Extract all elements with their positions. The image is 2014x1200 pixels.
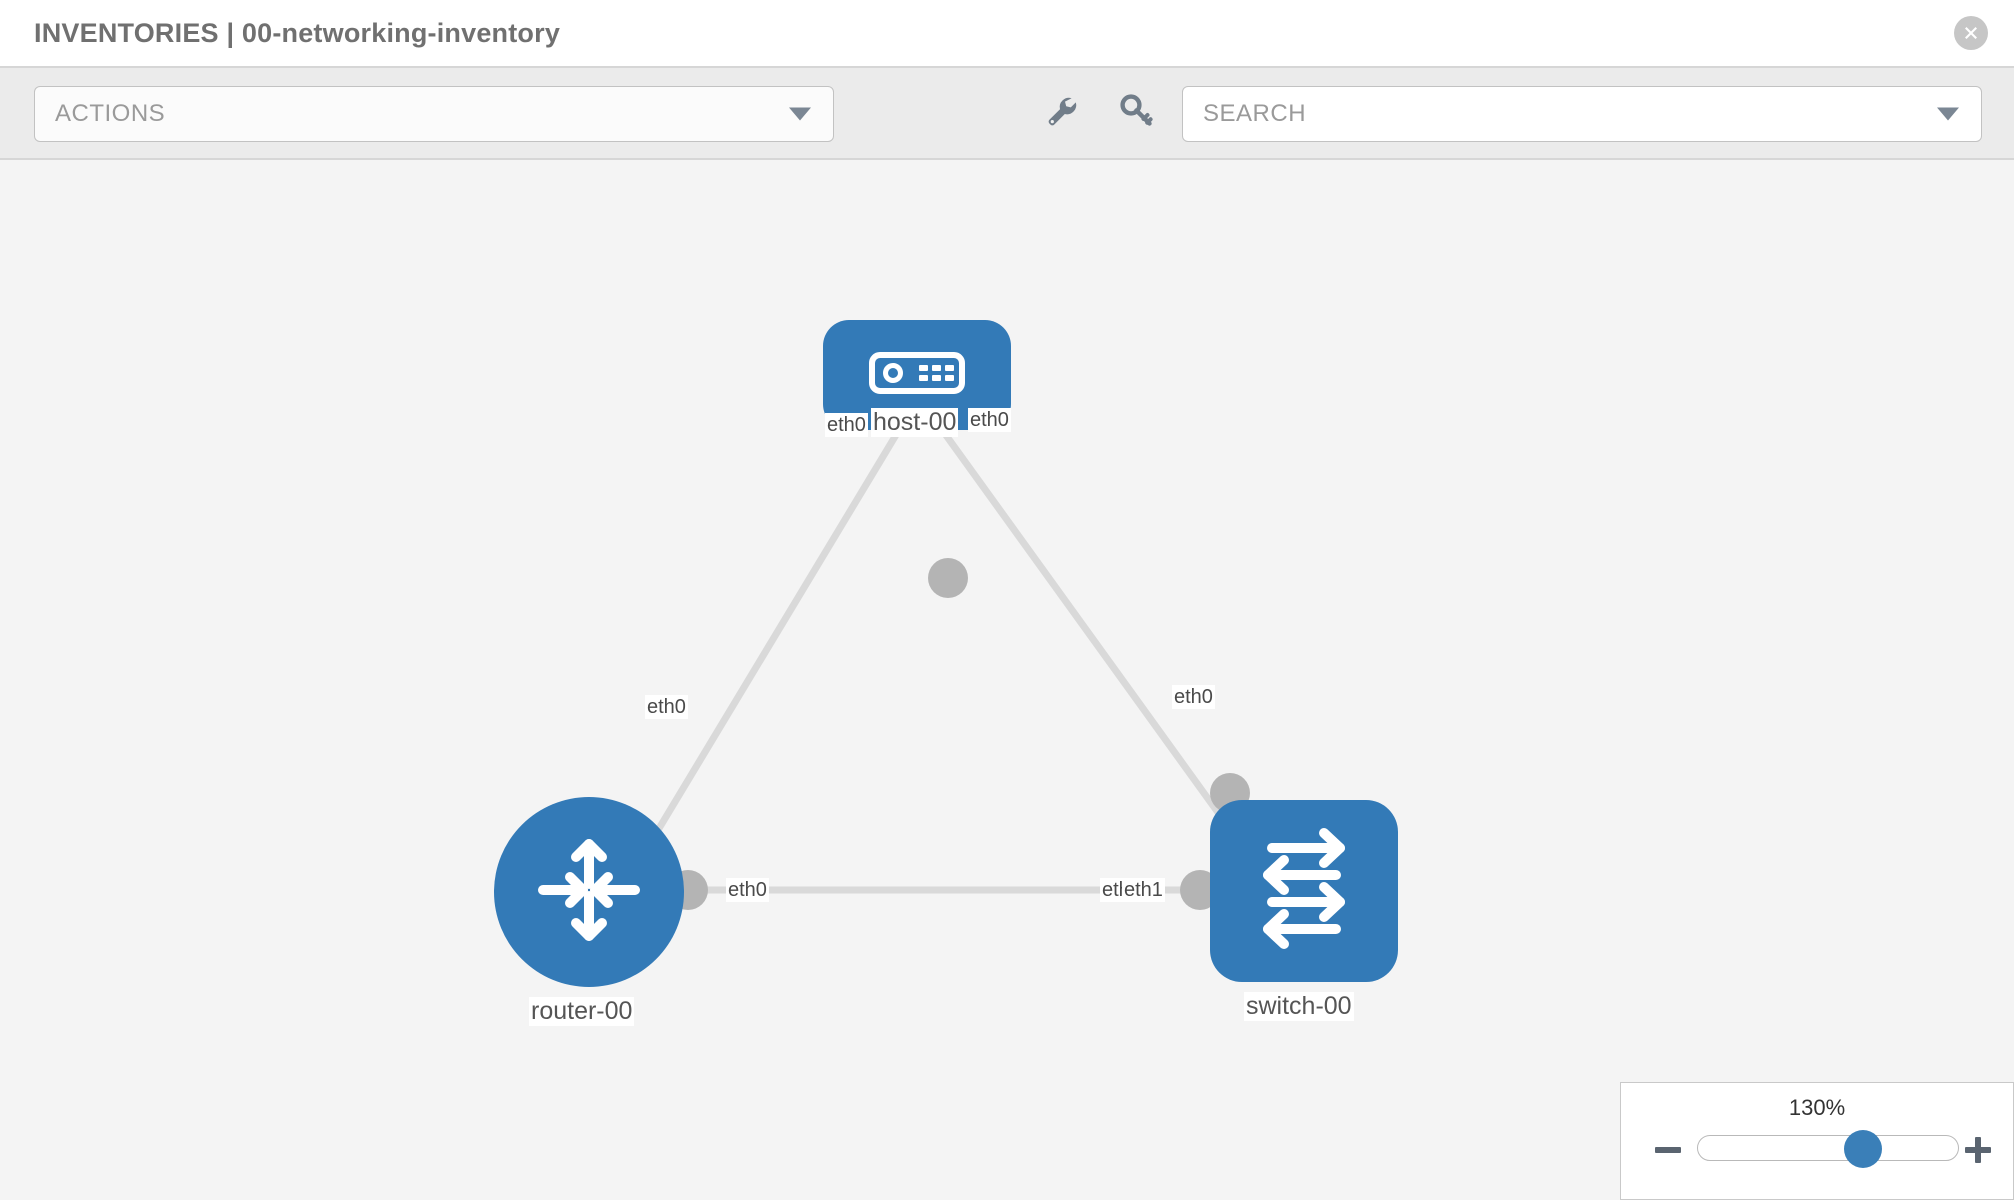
zoom-slider-track[interactable] xyxy=(1697,1130,1959,1168)
close-button[interactable] xyxy=(1954,16,1988,50)
edge-label-host00-router00-near: eth0 xyxy=(825,413,868,437)
node-switch-00-label: switch-00 xyxy=(1244,992,1354,1021)
zoom-control-panel: 130% xyxy=(1620,1082,2014,1200)
close-icon xyxy=(1961,23,1981,43)
node-host-00[interactable]: host-00 xyxy=(823,320,1011,437)
zoom-out-button[interactable] xyxy=(1653,1135,1683,1165)
node-router-00-shape[interactable] xyxy=(494,797,684,987)
edge-label-host00-switch00-near: eth0 xyxy=(968,408,1011,432)
node-router-00[interactable]: router-00 xyxy=(494,797,684,1026)
edge-label-router00-switch00-far: eth1 xyxy=(1122,878,1165,902)
wrench-button[interactable] xyxy=(1040,91,1084,135)
wrench-icon xyxy=(1042,91,1082,136)
actions-dropdown[interactable]: ACTIONS xyxy=(34,86,834,142)
connector-host00-right xyxy=(928,558,968,598)
link-host00-switch00 xyxy=(932,417,1248,853)
switch-arrows-icon xyxy=(1244,827,1364,955)
link-host00-router00 xyxy=(637,418,908,862)
actions-dropdown-label: ACTIONS xyxy=(55,100,166,127)
search-field[interactable] xyxy=(1182,86,1982,142)
page-header: INVENTORIES | 00-networking-inventory xyxy=(0,0,2014,68)
server-icon xyxy=(869,347,965,404)
topology-links xyxy=(637,417,1248,894)
node-host-00-label: host-00 xyxy=(871,408,959,437)
node-switch-00-shape[interactable] xyxy=(1210,800,1398,982)
chevron-down-icon[interactable] xyxy=(1937,107,1959,121)
edge-label-router00-switch00-near: eth0 xyxy=(726,878,769,902)
zoom-in-button[interactable] xyxy=(1963,1135,1993,1165)
edge-label-host00-router00-far: eth0 xyxy=(645,695,688,719)
node-switch-00[interactable]: switch-00 xyxy=(1210,800,1398,1021)
zoom-percent-label: 130% xyxy=(1788,1095,1846,1120)
zoom-slider-handle[interactable] xyxy=(1844,1130,1882,1168)
toolbar: ACTIONS xyxy=(0,68,2014,160)
key-button[interactable] xyxy=(1115,91,1159,135)
page-title: INVENTORIES | 00-networking-inventory xyxy=(34,17,561,48)
topology-canvas[interactable]: host-00 xyxy=(0,160,2014,1200)
edge-label-host00-switch00-far: eth0 xyxy=(1172,685,1215,709)
node-router-00-label: router-00 xyxy=(529,997,635,1026)
chevron-down-icon xyxy=(789,107,811,121)
search-input[interactable] xyxy=(1203,100,1903,128)
key-icon xyxy=(1117,91,1157,136)
router-arrows-icon xyxy=(531,832,647,953)
